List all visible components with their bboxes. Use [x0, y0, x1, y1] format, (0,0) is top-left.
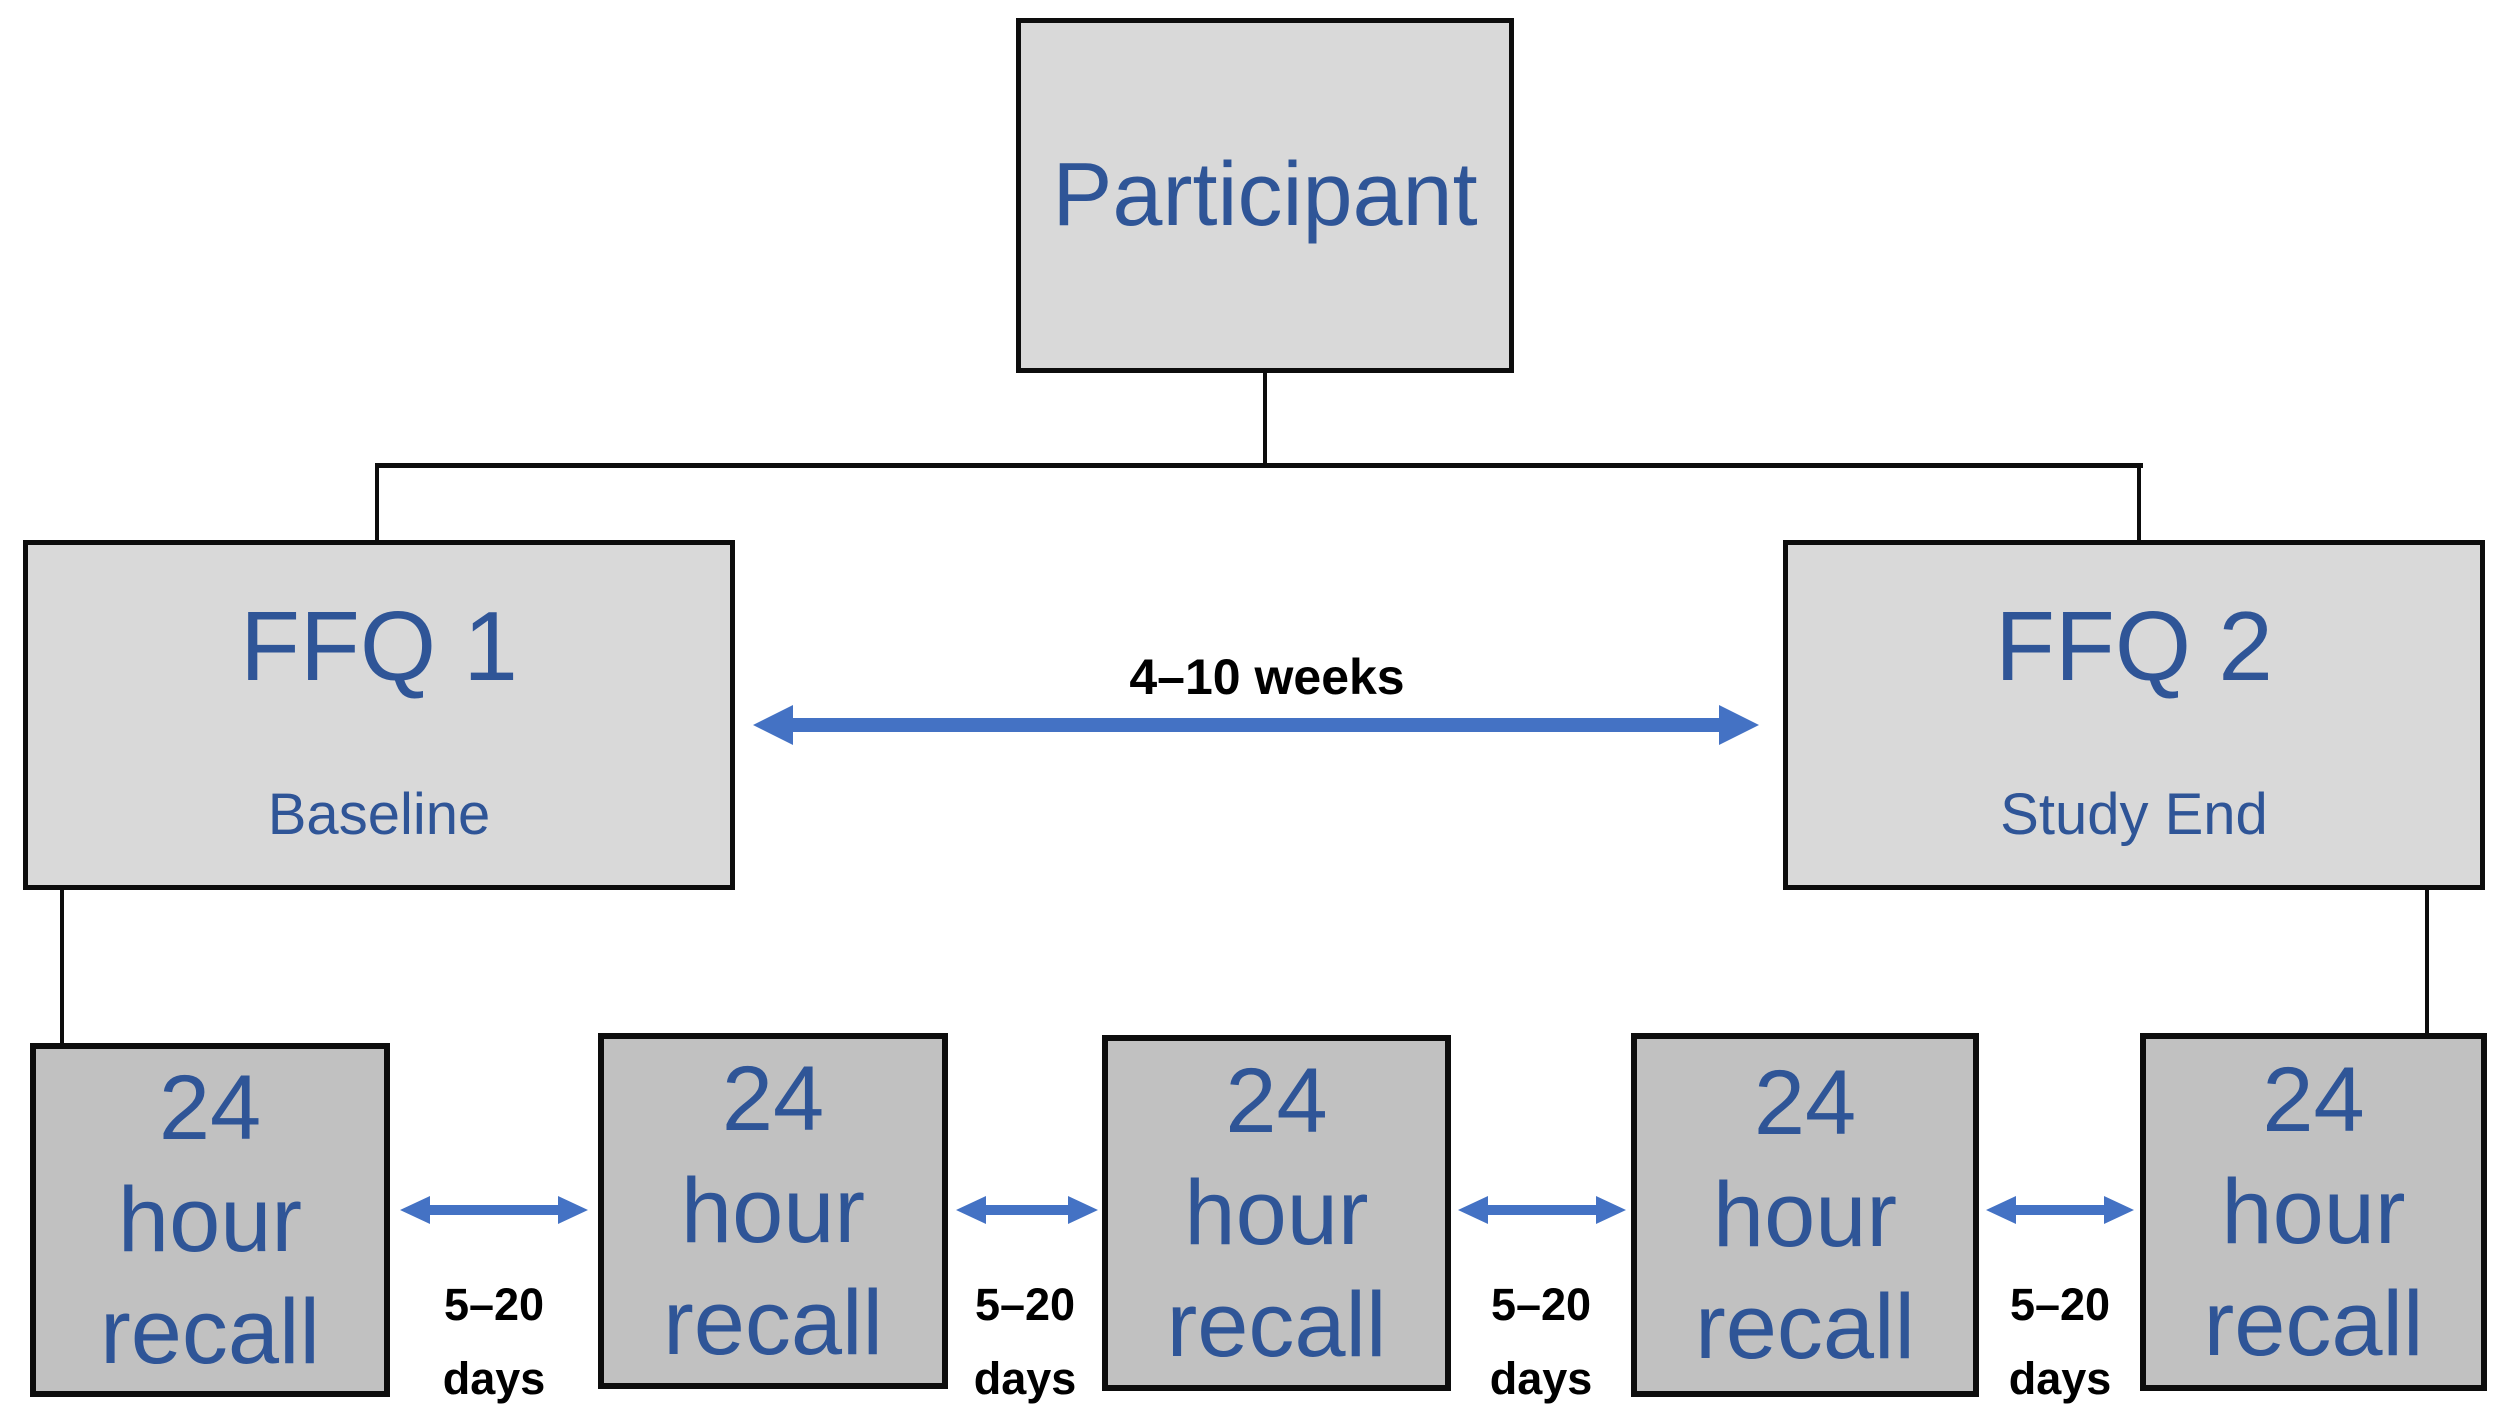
recall-interval-1-unit: days [442, 1353, 546, 1405]
recall-box-2-line2: hour [680, 1159, 866, 1262]
ffq2-subtitle: Study End [2000, 782, 2268, 847]
recall-box-3-line3: recall [1166, 1274, 1387, 1377]
recall-box-3-line1: 24 [1225, 1049, 1328, 1152]
recall-box-2: 24 hour recall [598, 1033, 948, 1389]
recall-interval-label-2: 5–20 days [925, 1268, 1125, 1417]
recall-box-5-line1: 24 [2262, 1048, 2365, 1151]
recall-box-1-line2: hour [117, 1168, 303, 1271]
ffq2-title: FFQ 2 [1995, 591, 2273, 701]
recall-interval-1-value: 5–20 [443, 1279, 545, 1330]
connector-to-ffq1 [375, 463, 379, 543]
connector-participant-stem [1263, 371, 1267, 467]
double-arrow-icon [400, 1196, 588, 1224]
recall-box-1: 24 hour recall [30, 1043, 390, 1397]
recall-interval-4-value: 5–20 [2009, 1279, 2111, 1330]
participant-box: Participant [1016, 18, 1514, 373]
recall-box-2-line3: recall [663, 1272, 883, 1375]
recall-interval-label-4: 5–20 days [1960, 1268, 2160, 1417]
recall-interval-2-unit: days [973, 1353, 1077, 1405]
recall-box-2-line1: 24 [721, 1047, 825, 1150]
recall-box-5-line2: hour [2221, 1160, 2406, 1263]
recall-interval-3-unit: days [1489, 1353, 1593, 1405]
connector-ffq2-to-recall5 [2425, 886, 2429, 1035]
recall-box-1-line3: recall [100, 1281, 320, 1384]
recall-interval-2-value: 5–20 [974, 1279, 1076, 1330]
recall-box-4-line2: hour [1712, 1163, 1898, 1266]
double-arrow-icon [1986, 1196, 2134, 1224]
recall-interval-3-value: 5–20 [1490, 1279, 1592, 1330]
connector-horizontal-branch [375, 463, 2143, 468]
participant-label: Participant [1052, 145, 1478, 245]
ffq1-subtitle: Baseline [267, 782, 491, 847]
recall-interval-label-3: 5–20 days [1441, 1268, 1641, 1417]
recall-box-3: 24 hour recall [1102, 1035, 1451, 1391]
recall-box-3-line2: hour [1184, 1161, 1369, 1264]
double-arrow-icon [1458, 1196, 1626, 1224]
ffq1-title: FFQ 1 [240, 591, 518, 701]
double-arrow-icon [753, 705, 1759, 745]
recall-box-5-line3: recall [2203, 1273, 2424, 1376]
recall-box-4: 24 hour recall [1631, 1033, 1979, 1397]
ffq-interval-label: 4–10 weeks [1129, 649, 1405, 705]
recall-interval-label-1: 5–20 days [394, 1268, 594, 1417]
ffq1-box: FFQ 1 Baseline [23, 540, 735, 890]
connector-ffq1-to-recall1 [60, 886, 64, 1045]
recall-box-5: 24 hour recall [2140, 1033, 2487, 1391]
ffq2-box: FFQ 2 Study End [1783, 540, 2485, 890]
recall-box-4-line1: 24 [1753, 1051, 1857, 1154]
double-arrow-icon [956, 1196, 1098, 1224]
recall-box-1-line1: 24 [158, 1056, 262, 1159]
recall-interval-4-unit: days [2008, 1353, 2112, 1405]
connector-to-ffq2 [2137, 463, 2141, 543]
recall-box-4-line3: recall [1695, 1276, 1915, 1379]
